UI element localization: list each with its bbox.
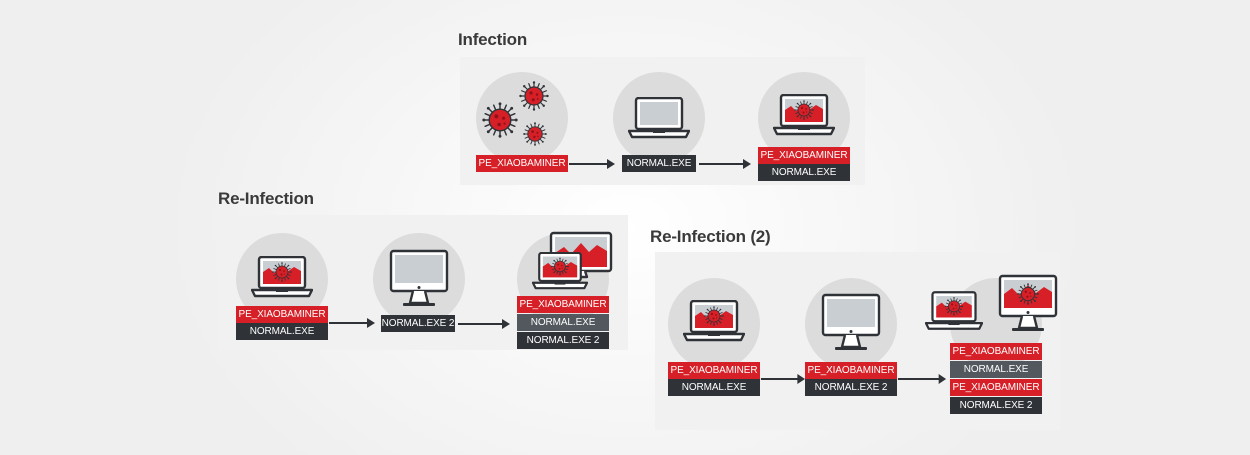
reinfection2-host-file-label: NORMAL.EXE 2 [805, 379, 897, 396]
arrow-right-icon [328, 317, 376, 329]
reinfection-result-malware-label: PE_XIAOBAMINER [517, 296, 609, 313]
laptop-icon [628, 97, 690, 139]
arrow-right-icon [760, 373, 806, 385]
reinfection-source-file-label: NORMAL.EXE [236, 323, 328, 340]
virus-icon [519, 81, 549, 111]
reinfection2-title: Re-Infection (2) [650, 227, 771, 246]
infected-monitor-icon [995, 274, 1061, 334]
infected-laptop-icon [683, 300, 745, 342]
reinfection-result-file2-label: NORMAL.EXE 2 [517, 332, 609, 349]
monitor-icon [389, 249, 449, 309]
infected-laptop-icon [251, 256, 313, 298]
infected-laptop-icon [532, 252, 588, 290]
reinfection-title: Re-Infection [218, 189, 314, 208]
reinfection-source-malware-label: PE_XIAOBAMINER [236, 306, 328, 323]
arrow-right-icon [897, 373, 947, 385]
infection-result-file-label: NORMAL.EXE [758, 164, 850, 181]
reinfection2-result-malware-label-2: PE_XIAOBAMINER [950, 379, 1042, 396]
infection-title: Infection [458, 30, 528, 49]
arrow-right-icon [457, 318, 511, 330]
reinfection2-result-file-label-1: NORMAL.EXE [950, 361, 1042, 378]
reinfection2-source-file-label: NORMAL.EXE [668, 379, 760, 396]
infection-result-malware-label: PE_XIAOBAMINER [758, 147, 850, 164]
monitor-icon [821, 293, 881, 353]
reinfection-result-file-label: NORMAL.EXE [517, 314, 609, 331]
infected-laptop-icon [925, 291, 983, 331]
infection-host-file-label: NORMAL.EXE [622, 155, 696, 172]
reinfection2-result-file-label-2: NORMAL.EXE 2 [950, 397, 1042, 414]
infected-laptop-icon [773, 94, 835, 136]
infection-source-malware-label: PE_XIAOBAMINER [476, 155, 568, 172]
reinfection-host-file-label: NORMAL.EXE 2 [381, 315, 455, 332]
virus-icon [523, 122, 547, 146]
arrow-right-icon [698, 158, 752, 170]
virus-icon [482, 102, 518, 138]
reinfection2-host-malware-label: PE_XIAOBAMINER [805, 362, 897, 379]
arrow-right-icon [568, 158, 616, 170]
reinfection2-result-malware-label-1: PE_XIAOBAMINER [950, 343, 1042, 360]
reinfection2-source-malware-label: PE_XIAOBAMINER [668, 362, 760, 379]
